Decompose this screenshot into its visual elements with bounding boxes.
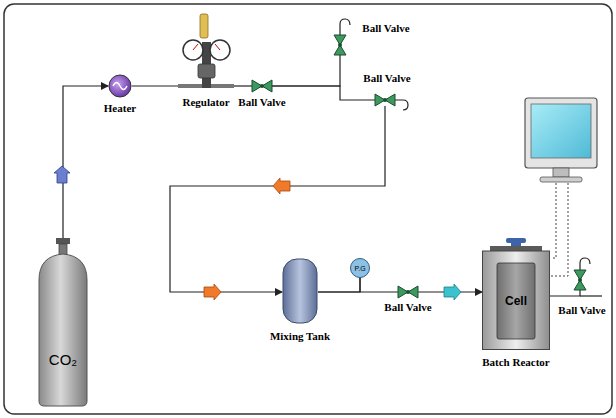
ball-valve: Ball Valve: [574, 270, 586, 290]
batch-reactor: Batch ReactorCell: [482, 238, 550, 350]
flow-arrow: [54, 166, 70, 183]
ball-valve: Ball Valve: [398, 286, 418, 298]
part-label: Ball Valve: [363, 72, 410, 85]
vent-hook: [395, 100, 408, 110]
vent-hook: [340, 19, 350, 35]
ball-valve: Ball Valve: [375, 94, 395, 106]
data-cable: [551, 183, 568, 276]
heater-symbol: Heater: [108, 74, 132, 98]
inner-label: CO₂: [49, 350, 77, 367]
ball-valve-shape: [398, 286, 418, 298]
flow-arrow: [444, 284, 461, 300]
data-cable: [551, 183, 556, 258]
gas-cylinder-shape: [35, 238, 91, 406]
outlet-pipe: [580, 295, 602, 296]
mixing-tank: Mixing Tank: [282, 258, 318, 324]
ball-valve: Ball Valve: [334, 35, 346, 55]
pipe-line: [318, 291, 398, 292]
ball-valve-shape: [574, 270, 586, 290]
frame-border: [4, 4, 612, 414]
pipe-line: [272, 86, 375, 100]
pipe-line: [318, 278, 360, 292]
vent-hook: [580, 258, 590, 270]
heater-symbol-shape: [108, 74, 132, 98]
pipe-line: [63, 86, 108, 238]
pipe-line: [170, 106, 385, 292]
part-label: Batch Reactor: [482, 356, 550, 369]
inner-label: P.G: [354, 265, 365, 272]
computer-monitor: [525, 98, 597, 182]
part-label: Regulator: [182, 96, 229, 109]
pipe-line: [272, 55, 340, 86]
mixing-tank-shape: [282, 258, 318, 324]
pressure-regulator-shape: [178, 12, 234, 92]
part-label: Ball Valve: [384, 301, 431, 314]
flow-arrow: [204, 284, 221, 300]
pressure-regulator: Regulator: [178, 12, 234, 92]
part-label: Ball Valve: [558, 304, 605, 317]
gas-cylinder: CO₂: [35, 238, 91, 406]
flow-arrow: [273, 178, 290, 194]
reactor-cell: Cell: [497, 263, 535, 339]
pipe-line: [132, 85, 178, 86]
part-label: Mixing Tank: [270, 330, 330, 343]
pipe-line: [550, 290, 580, 296]
ball-valve-shape: [334, 35, 346, 55]
pressure-gauge: P.G: [350, 258, 370, 278]
ball-valve-shape: [375, 94, 395, 106]
ball-valve-shape: [252, 80, 272, 92]
part-label: Heater: [104, 102, 136, 115]
inner-label: Cell: [505, 294, 527, 308]
pipe-line: [234, 85, 252, 86]
ball-valve: Ball Valve: [252, 80, 272, 92]
part-label: Ball Valve: [238, 96, 285, 109]
part-label: Ball Valve: [362, 22, 409, 35]
